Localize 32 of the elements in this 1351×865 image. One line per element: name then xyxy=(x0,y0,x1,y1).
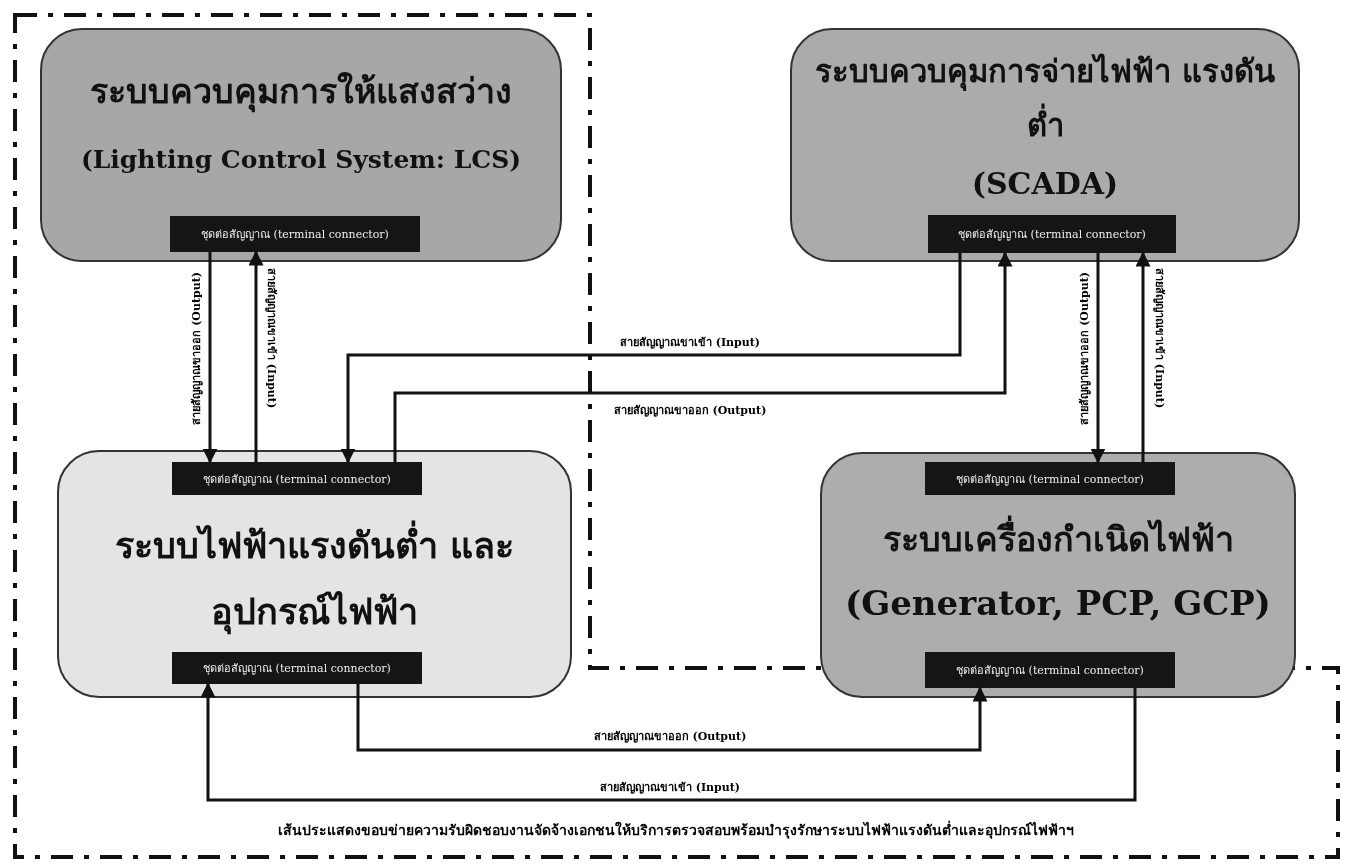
arrow xyxy=(1090,253,1106,464)
arrow xyxy=(202,252,218,464)
note-text: เส้นประแสดงขอบข่ายความรับผิดชอบงานจัดจ้างเอกชนให้บริการตรวจสอบพร้อมบำรุงรักษาระบบไฟฟ้าแรงดันต่ำและอุปกรณ์ไฟฟ้าฯ xyxy=(276,820,1075,840)
system-title: (Generator, PCP, GCP) xyxy=(844,582,1272,625)
system-title: (SCADA) xyxy=(970,165,1120,203)
edge-label: สายสัญญาณขาออก (Output) xyxy=(190,272,204,425)
edge-label: สายสัญญาณขาออก (Output) xyxy=(1078,272,1092,425)
edge-label: สายสัญญาณขาออก (Output) xyxy=(591,730,749,744)
system-title: ระบบเครื่องกำเนิดไฟฟ้า xyxy=(822,512,1294,567)
arrow xyxy=(248,250,264,462)
terminal-connector-box: ชุดต่อสัญญาณ (terminal connector) xyxy=(172,652,422,684)
system-title: ระบบควบคุมการให้แสงสว่าง xyxy=(89,70,513,115)
system-box xyxy=(57,450,572,698)
system-title: (Lighting Control System: LCS) xyxy=(79,144,523,176)
system-title: ระบบควบคุมการจ่ายไฟฟ้า แรงดันต่ำ xyxy=(814,52,1276,145)
terminal-connector-box: ชุดต่อสัญญาณ (terminal connector) xyxy=(172,462,422,495)
arrow xyxy=(393,251,1013,462)
arrow xyxy=(356,684,988,752)
terminal-connector-box: ชุดต่อสัญญาณ (terminal connector) xyxy=(925,462,1175,495)
arrow xyxy=(340,253,962,464)
terminal-connector-box: ชุดต่อสัญญาณ (terminal connector) xyxy=(170,216,420,252)
system-box xyxy=(40,28,562,262)
edge-label: สายสัญญาณขาเข้า (Input) xyxy=(1152,268,1166,409)
terminal-connector-box: ชุดต่อสัญญาณ (terminal connector) xyxy=(928,215,1176,253)
system-box xyxy=(790,28,1300,262)
system-title: ระบบไฟฟ้าแรงดันต่ำ และอุปกรณ์ไฟฟ้า xyxy=(59,512,570,644)
edge-label: สายสัญญาณขาเข้า (Input) xyxy=(264,268,278,409)
edge-label: สายสัญญาณขาออก (Output) xyxy=(611,404,769,418)
system-box xyxy=(820,452,1296,698)
terminal-connector-box: ชุดต่อสัญญาณ (terminal connector) xyxy=(925,652,1175,688)
arrow xyxy=(200,682,1137,802)
arrow xyxy=(1135,251,1151,462)
